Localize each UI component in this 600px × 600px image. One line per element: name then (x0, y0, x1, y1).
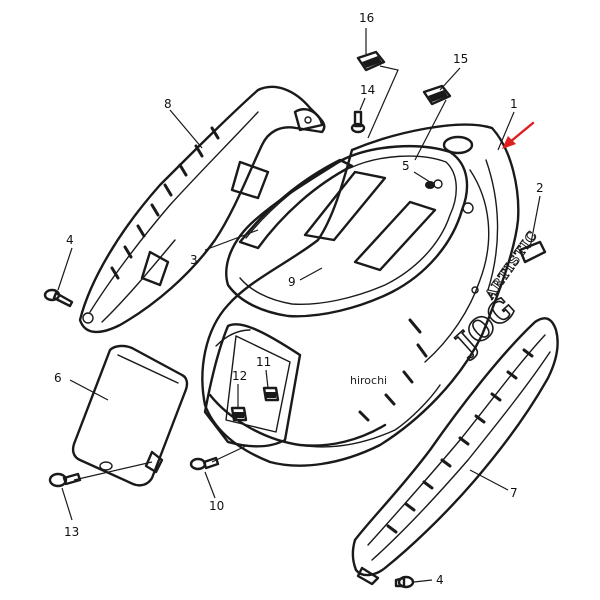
part-16-clip (356, 50, 386, 72)
artistic-logo-text: ARTISTIC (482, 228, 541, 303)
jog-logo-text: JOG (448, 291, 523, 363)
callout-8: 8 (164, 97, 172, 111)
part-5-bolt (425, 181, 435, 189)
part-15-clip (422, 84, 452, 106)
part-2-emblem-strip (518, 240, 547, 264)
part-10-screw (189, 456, 220, 471)
part-14-bolt (350, 110, 366, 134)
callout-10: 10 (209, 499, 224, 513)
watermark-text: hirochi (350, 374, 387, 387)
callout-3: 3 (190, 253, 198, 267)
callout-1: 1 (510, 97, 518, 111)
part-11-nut (262, 386, 280, 402)
part-7-side-cover-right (351, 317, 559, 586)
part-8-side-cover-left (78, 85, 326, 334)
callout-15: 15 (453, 52, 468, 66)
rear-opening-frame (203, 323, 302, 448)
callout-13: 13 (64, 525, 79, 539)
part-6-access-lid (71, 344, 189, 487)
callout-4-left: 4 (66, 233, 74, 247)
part-1-body-cover: JOG ARTISTIC (201, 123, 542, 467)
callout-9: 9 (288, 275, 296, 289)
part-3-inner-strip (238, 158, 354, 250)
part-4-screw-left (43, 288, 74, 308)
callout-5: 5 (402, 159, 410, 173)
callout-4-bottom: 4 (436, 573, 444, 587)
callout-6: 6 (54, 371, 62, 385)
callout-12: 12 (232, 369, 247, 383)
leader-lines (57, 28, 541, 583)
part-12-nut (230, 406, 248, 422)
callout-11: 11 (256, 355, 271, 369)
callout-16: 16 (359, 11, 374, 25)
part-4-screw-bottom (394, 575, 415, 589)
part-13-screw (48, 472, 82, 488)
highlight-arrow (502, 121, 535, 149)
callout-7: 7 (510, 486, 518, 500)
callout-14: 14 (360, 83, 375, 97)
callout-2: 2 (536, 181, 544, 195)
